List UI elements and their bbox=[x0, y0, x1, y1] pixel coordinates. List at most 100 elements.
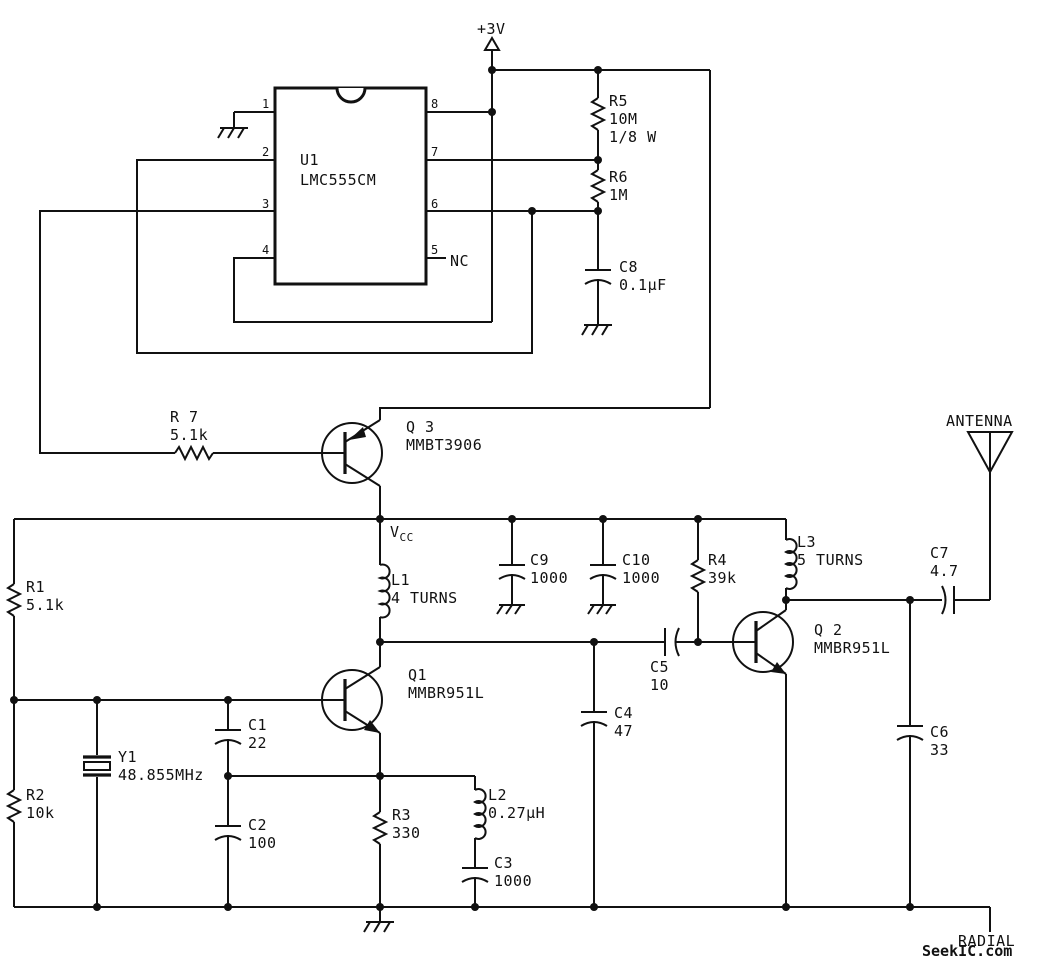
r4-value: 39k bbox=[708, 569, 737, 587]
l1-ref: L1 bbox=[391, 571, 410, 589]
u1-part: LMC555CM bbox=[300, 171, 376, 189]
u1-pin-8: 8 bbox=[431, 97, 438, 111]
vcc-label: VCC bbox=[390, 523, 414, 544]
u1-pin3-wire bbox=[39, 210, 275, 454]
u1-pin2-wire bbox=[136, 159, 533, 354]
r2-resistor: R2 10k bbox=[5, 700, 55, 907]
c9-value: 1000 bbox=[530, 569, 568, 587]
u1-pin-7: 7 bbox=[431, 145, 438, 159]
c10-ref: C10 bbox=[622, 551, 651, 569]
c6-value: 33 bbox=[930, 741, 949, 759]
q2-part: MMBR951L bbox=[814, 639, 890, 657]
radial-label: RADIAL bbox=[958, 932, 1015, 950]
supply-label: +3V bbox=[477, 20, 506, 38]
u1-pin1-ground bbox=[217, 111, 275, 139]
r7-ref: R 7 bbox=[170, 408, 199, 426]
c6-ref: C6 bbox=[930, 723, 949, 741]
l3-inductor: L3 5 TURNS bbox=[782, 519, 864, 604]
c3-capacitor: C3 1000 bbox=[461, 854, 532, 911]
c5-value: 10 bbox=[650, 676, 669, 694]
antenna-label: ANTENNA bbox=[946, 412, 1013, 430]
r5-resistor: R5 10M 1/8 W bbox=[589, 70, 657, 160]
u1-pin-3: 3 bbox=[262, 197, 269, 211]
c7-capacitor: C7 4.7 bbox=[930, 544, 990, 615]
c8-ref: C8 bbox=[619, 258, 638, 276]
c9-capacitor: C9 1000 bbox=[496, 519, 568, 615]
r6-resistor: R6 1M bbox=[589, 160, 628, 211]
u1-pin-5: 5 bbox=[431, 243, 438, 257]
r4-ref: R4 bbox=[708, 551, 727, 569]
c6-capacitor: C6 33 bbox=[896, 600, 949, 911]
q1-transistor: Q1 MMBR951L bbox=[321, 642, 484, 776]
q3-transistor: Q 3 MMBT3906 bbox=[321, 407, 710, 519]
r4-resistor: R4 39k bbox=[689, 519, 737, 642]
l2-inductor: L2 0.27μH bbox=[473, 776, 545, 868]
c1-value: 22 bbox=[248, 734, 267, 752]
c5-capacitor: C5 10 bbox=[650, 627, 730, 694]
r6-value: 1M bbox=[609, 186, 628, 204]
u1-pin-2: 2 bbox=[262, 145, 269, 159]
c5-ref: C5 bbox=[650, 658, 669, 676]
l2-ref: L2 bbox=[488, 786, 507, 804]
c10-value: 1000 bbox=[622, 569, 660, 587]
q2-transistor: Q 2 MMBR951L bbox=[730, 600, 890, 911]
c3-value: 1000 bbox=[494, 872, 532, 890]
antenna-icon: ANTENNA bbox=[946, 412, 1014, 600]
c4-ref: C4 bbox=[614, 704, 633, 722]
r1-resistor: R1 5.1k bbox=[5, 519, 64, 704]
r1-value: 5.1k bbox=[26, 596, 64, 614]
r7-value: 5.1k bbox=[170, 426, 208, 444]
r2-value: 10k bbox=[26, 804, 55, 822]
u1-ref: U1 bbox=[300, 151, 319, 169]
r7-resistor: R 7 5.1k bbox=[170, 408, 330, 462]
u1-timer-ic: U1 LMC555CM 1 2 3 4 5 6 7 8 NC bbox=[262, 86, 469, 286]
r3-ref: R3 bbox=[392, 806, 411, 824]
c7-value: 4.7 bbox=[930, 562, 959, 580]
c1-ref: C1 bbox=[248, 716, 267, 734]
y1-crystal: Y1 48.855MHz bbox=[83, 700, 204, 911]
l3-value: 5 TURNS bbox=[797, 551, 864, 569]
l2-value: 0.27μH bbox=[488, 804, 545, 822]
r3-resistor: R3 330 bbox=[371, 776, 421, 911]
u1-pin-6: 6 bbox=[431, 197, 438, 211]
c8-value: 0.1μF bbox=[619, 276, 667, 294]
c9-ref: C9 bbox=[530, 551, 549, 569]
c8-capacitor: C8 0.1μF bbox=[581, 211, 667, 336]
c4-capacitor: C4 47 bbox=[580, 642, 633, 911]
q1-part: MMBR951L bbox=[408, 684, 484, 702]
y1-ref: Y1 bbox=[118, 748, 137, 766]
u1-nc-label: NC bbox=[450, 252, 469, 270]
r1-ref: R1 bbox=[26, 578, 45, 596]
l1-value: 4 TURNS bbox=[391, 589, 458, 607]
r2-ref: R2 bbox=[26, 786, 45, 804]
c3-ref: C3 bbox=[494, 854, 513, 872]
r5-value: 10M bbox=[609, 110, 638, 128]
c7-ref: C7 bbox=[930, 544, 949, 562]
c4-value: 47 bbox=[614, 722, 633, 740]
u1-pin-4: 4 bbox=[262, 243, 269, 257]
vcc-rail: VCC bbox=[14, 515, 786, 544]
c2-capacitor: C2 100 bbox=[214, 776, 277, 911]
r5-rating: 1/8 W bbox=[609, 128, 657, 146]
r3-value: 330 bbox=[392, 824, 421, 842]
r5-ref: R5 bbox=[609, 92, 628, 110]
q2-ref: Q 2 bbox=[814, 621, 843, 639]
l1-inductor: L1 4 TURNS bbox=[376, 519, 458, 646]
supply-rail bbox=[426, 66, 711, 408]
c10-capacitor: C10 1000 bbox=[587, 519, 660, 615]
u1-pin-1: 1 bbox=[262, 97, 269, 111]
q1-ref: Q1 bbox=[408, 666, 427, 684]
c2-ref: C2 bbox=[248, 816, 267, 834]
q3-ref: Q 3 bbox=[406, 418, 435, 436]
watermark: SeekIC.com bbox=[922, 942, 1012, 960]
r6-ref: R6 bbox=[609, 168, 628, 186]
l3-ref: L3 bbox=[797, 533, 816, 551]
c2-value: 100 bbox=[248, 834, 277, 852]
ground-rail: RADIAL bbox=[14, 906, 1015, 950]
y1-value: 48.855MHz bbox=[118, 766, 204, 784]
supply-3v-terminal: +3V bbox=[477, 20, 506, 70]
c1-capacitor: C1 22 bbox=[214, 700, 267, 780]
q3-part: MMBT3906 bbox=[406, 436, 482, 454]
u1-pin4-wire bbox=[233, 257, 492, 323]
